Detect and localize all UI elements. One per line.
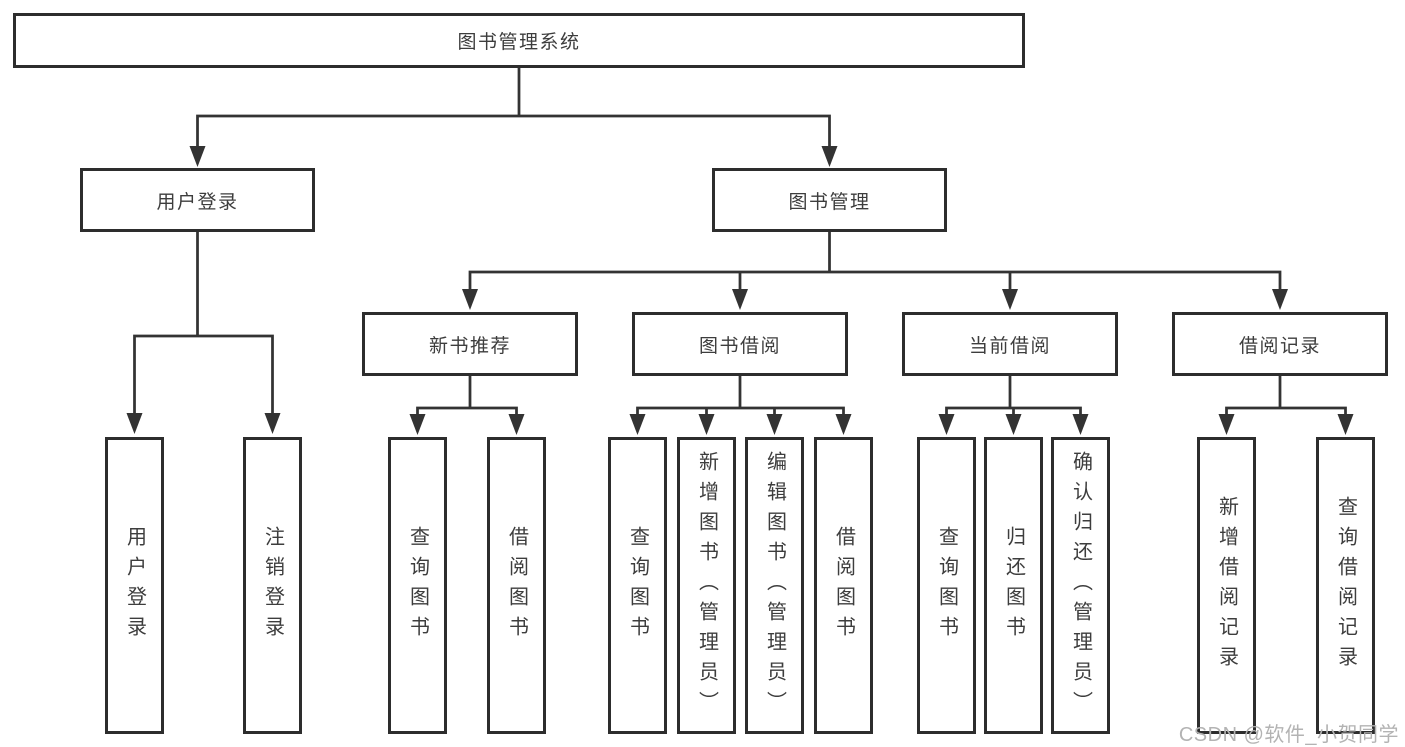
leaf-add-borrow-record: 新增借阅记录: [1197, 437, 1256, 734]
leaf-return-book: 归还图书: [984, 437, 1043, 734]
leaf-add-book-admin: 新增图书（管理员）: [677, 437, 736, 734]
leaf-return-book-label: 归还图书: [1002, 525, 1025, 646]
connector-borrow-record-children: [1218, 374, 1354, 435]
node-current-borrowing: 当前借阅: [902, 312, 1118, 376]
leaf-query-books-recommend: 查询图书: [388, 437, 447, 734]
leaf-user-login-label: 用户登录: [123, 525, 146, 646]
node-new-book-recommend-label: 新书推荐: [428, 335, 511, 357]
node-book-borrowing-label: 图书借阅: [698, 335, 781, 357]
leaf-edit-book-admin: 编辑图书（管理员）: [745, 437, 804, 734]
leaf-add-borrow-record-label: 新增借阅记录: [1215, 495, 1238, 676]
connector-book-mgmt-children: [462, 230, 1288, 310]
watermark-text: CSDN @软件_小贺同学: [1178, 724, 1399, 746]
leaf-add-book-admin-label: 新增图书（管理员）: [695, 450, 718, 721]
leaf-edit-book-admin-label: 编辑图书（管理员）: [763, 450, 786, 721]
leaf-user-login: 用户登录: [105, 437, 164, 734]
node-current-borrowing-label: 当前借阅: [968, 335, 1051, 357]
leaf-query-books-borrow: 查询图书: [608, 437, 667, 734]
leaf-logout: 注销登录: [243, 437, 302, 734]
leaf-borrow-books-recommend: 借阅图书: [487, 437, 546, 734]
node-book-borrowing: 图书借阅: [632, 312, 848, 376]
leaf-logout-label: 注销登录: [261, 525, 284, 646]
connector-new-book-children: [409, 374, 525, 435]
leaf-query-borrow-record: 查询借阅记录: [1316, 437, 1375, 734]
node-borrowing-records: 借阅记录: [1172, 312, 1388, 376]
node-new-book-recommend: 新书推荐: [362, 312, 578, 376]
connector-root-to-level2: [189, 66, 838, 167]
connector-book-borrow-children: [629, 374, 852, 435]
node-root-label: 图书管理系统: [457, 32, 581, 53]
node-user-login: 用户登录: [80, 168, 315, 232]
node-user-login-label: 用户登录: [156, 191, 239, 213]
leaf-confirm-return-admin-label: 确认归还（管理员）: [1069, 450, 1092, 721]
leaf-query-books-current-label: 查询图书: [935, 525, 958, 646]
node-book-management-label: 图书管理: [788, 191, 871, 213]
node-borrowing-records-label: 借阅记录: [1238, 335, 1321, 357]
connector-current-borrow-children: [938, 374, 1089, 435]
leaf-query-borrow-record-label: 查询借阅记录: [1334, 495, 1357, 676]
node-root: 图书管理系统: [13, 13, 1025, 68]
node-book-management: 图书管理: [712, 168, 947, 232]
leaf-confirm-return-admin: 确认归还（管理员）: [1051, 437, 1110, 734]
leaf-borrow-books-borrow-label: 借阅图书: [832, 525, 855, 646]
leaf-query-books-recommend-label: 查询图书: [406, 525, 429, 646]
leaf-query-books-current: 查询图书: [917, 437, 976, 734]
leaf-borrow-books-borrow: 借阅图书: [814, 437, 873, 734]
leaf-borrow-books-recommend-label: 借阅图书: [505, 525, 528, 646]
connector-user-login-children: [126, 230, 281, 434]
leaf-query-books-borrow-label: 查询图书: [626, 525, 649, 646]
